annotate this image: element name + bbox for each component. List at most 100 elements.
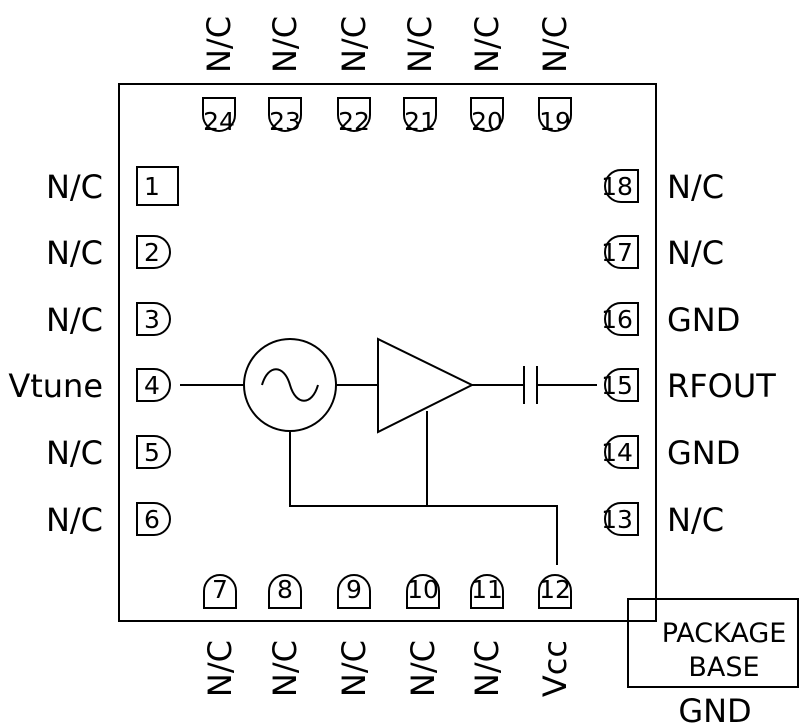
pin-3-number: 3 [144, 305, 160, 334]
pin-4-pad [136, 368, 171, 402]
pin-2: 2 N/C [46, 234, 171, 272]
pin-13-number: 13 [601, 505, 633, 534]
pin-18-pad [604, 169, 639, 203]
pin-10-label: N/C [404, 640, 442, 697]
pin-1: 1 N/C [46, 166, 179, 206]
pin-3-pad [136, 302, 171, 336]
pin-10-pad [406, 574, 440, 609]
pin-15-pad [604, 368, 639, 402]
pin-7-label: N/C [201, 640, 239, 697]
pin-14-label: GND [667, 434, 740, 472]
pin-3: 3 N/C [46, 301, 171, 339]
pin-12-number: 12 [539, 575, 571, 604]
pin-24-number: 24 [203, 107, 235, 136]
pin-20-pad [470, 97, 504, 132]
pin-9-pad [337, 574, 371, 609]
pin-22-label: N/C [335, 16, 373, 73]
pin-2-number: 2 [144, 238, 160, 267]
pin-5-label: N/C [46, 434, 103, 472]
pin-24-label: N/C [200, 16, 238, 73]
pin-15-number: 15 [601, 371, 633, 400]
pin-16-label: GND [667, 301, 740, 339]
pin-22: 22 N/C [335, 16, 373, 136]
pin-12-label: Vcc [536, 640, 574, 697]
pin-8-number: 8 [277, 575, 293, 604]
pin-5-number: 5 [144, 438, 160, 467]
pin-10: 10N/C [404, 574, 442, 697]
pin-8-pad [268, 574, 302, 609]
pin-1-number: 1 [144, 172, 160, 201]
pin-21-pad [403, 97, 437, 132]
pin-15-label: RFOUT [667, 367, 776, 405]
pin-20-number: 20 [471, 107, 503, 136]
pin-21-number: 21 [404, 107, 436, 136]
pin-11-pad [470, 574, 504, 609]
pin-9-label: N/C [335, 640, 373, 697]
pin-22-number: 22 [338, 107, 370, 136]
pin-23-number: 23 [269, 107, 301, 136]
pin-21: 21N/C [401, 16, 439, 136]
pin-7-pad [203, 574, 237, 609]
pin-6-pad [136, 502, 171, 536]
package-body [118, 83, 657, 622]
pin-2-pad [136, 235, 171, 269]
pin-17: 17 N/C [601, 234, 724, 272]
pin-11: 11N/C [468, 574, 506, 697]
pin-17-number: 17 [601, 238, 633, 267]
pin-1-pad [136, 166, 179, 206]
pin-9-number: 9 [346, 575, 362, 604]
pin-19-number: 19 [539, 107, 571, 136]
pin-1-label: N/C [46, 168, 103, 206]
pin-5-pad [136, 435, 171, 469]
pin-8-label: N/C [266, 640, 304, 697]
pin-20: 20 N/C [468, 16, 506, 136]
pin-18-number: 18 [601, 172, 633, 201]
pin-13-label: N/C [667, 501, 724, 539]
pin-14: 14 GND [601, 434, 740, 472]
pin-7: 7N/C [201, 574, 239, 697]
pin-18-label: N/C [667, 168, 724, 206]
pin-23: 23 N/C [266, 16, 304, 136]
pin-24: 24 N/C [200, 16, 238, 136]
package-base: PACKAGE BASE GND [627, 598, 799, 728]
pin-7-number: 7 [212, 575, 228, 604]
pin-4-label: Vtune [8, 367, 103, 405]
pin-18: 18 N/C [601, 168, 724, 206]
pin-14-number: 14 [601, 438, 633, 467]
pin-20-label: N/C [468, 16, 506, 73]
pin-4: 4 Vtune [8, 367, 171, 405]
pin-6: 6 N/C [46, 501, 171, 539]
pin-6-number: 6 [144, 505, 160, 534]
package-base-box [627, 598, 799, 688]
pin-17-label: N/C [667, 234, 724, 272]
pin-2-label: N/C [46, 234, 103, 272]
pin-11-label: N/C [468, 640, 506, 697]
package-base-line1: PACKAGE [662, 618, 787, 649]
pin-22-pad [337, 97, 371, 132]
pin-4-number: 4 [144, 371, 160, 400]
amplifier-icon [377, 337, 475, 434]
internal-wiring [180, 384, 597, 565]
pin-3-label: N/C [46, 301, 103, 339]
pin-6-label: N/C [46, 501, 103, 539]
pin-11-number: 11 [471, 575, 503, 604]
package-base-gnd-label: GND [678, 692, 751, 728]
pin-15: 15 RFOUT [601, 367, 776, 405]
package-base-line2: BASE [688, 652, 759, 683]
pin-14-pad [604, 435, 639, 469]
pin-19-label: N/C [536, 16, 574, 73]
pin-24-pad [202, 97, 236, 132]
pin-23-label: N/C [266, 16, 304, 73]
pin-10-number: 10 [407, 575, 439, 604]
pin-12-pad [538, 574, 572, 609]
pin-8: 8N/C [266, 574, 304, 697]
pin-16-pad [604, 302, 639, 336]
pin-19-pad [538, 97, 572, 132]
pin-23-pad [268, 97, 302, 132]
pin-13: 13 N/C [601, 501, 724, 539]
capacitor-icon [523, 366, 538, 404]
oscillator-icon [243, 338, 337, 432]
